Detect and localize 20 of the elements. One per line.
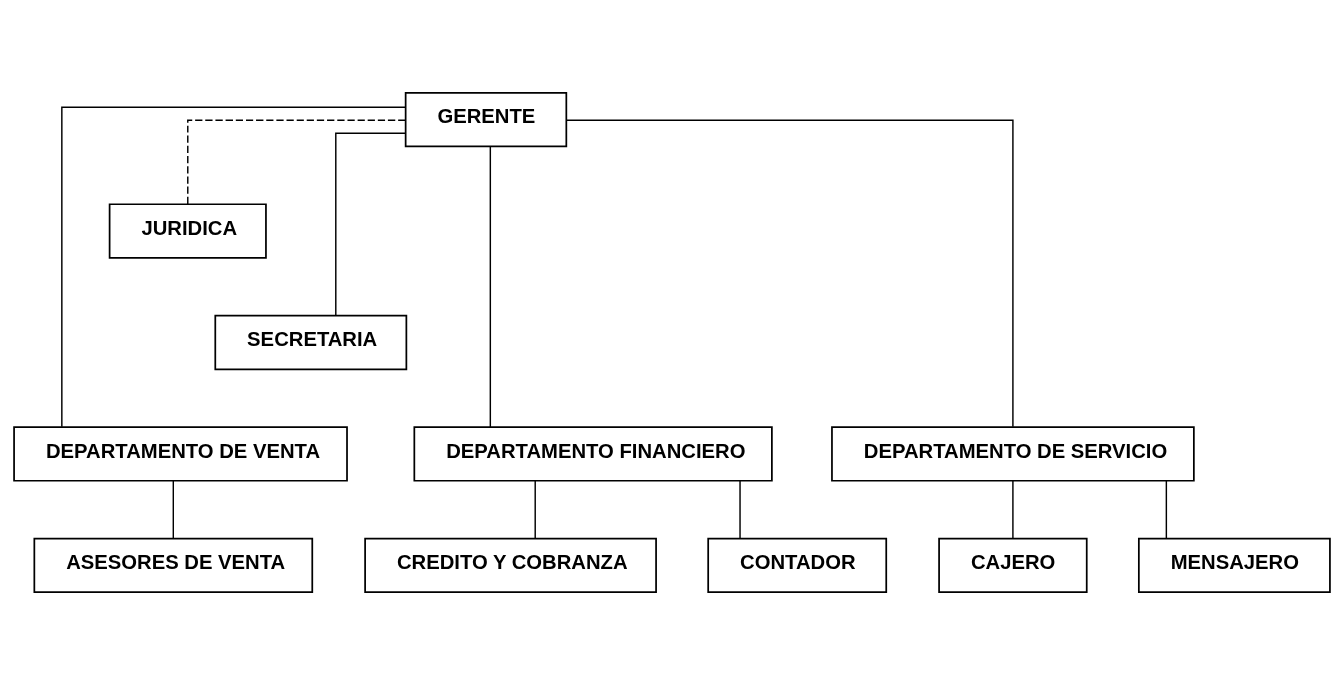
connector — [565, 119, 1014, 428]
node-box: DEPARTAMENTO DE VENTA — [13, 426, 348, 482]
node-box: ASESORES DE VENTA — [33, 537, 314, 594]
connector — [534, 480, 536, 540]
node-box: MENSAJERO — [1138, 537, 1331, 594]
connector — [172, 480, 175, 540]
connector — [187, 119, 406, 205]
node-box: CONTADOR — [707, 537, 888, 594]
node-box: SECRETARIA — [214, 314, 408, 371]
connector — [489, 145, 492, 428]
node-box: CAJERO — [938, 537, 1088, 594]
connector — [1165, 480, 1168, 540]
node-box: JURIDICA — [108, 203, 267, 259]
connector — [335, 132, 407, 317]
node-box: CREDITO Y COBRANZA — [364, 537, 657, 594]
node-box: DEPARTAMENTO FINANCIERO — [413, 426, 773, 482]
node-box: GERENTE — [404, 91, 568, 148]
connector — [1012, 480, 1014, 540]
connector — [739, 480, 741, 540]
node-box: DEPARTAMENTO DE SERVICIO — [831, 426, 1195, 482]
